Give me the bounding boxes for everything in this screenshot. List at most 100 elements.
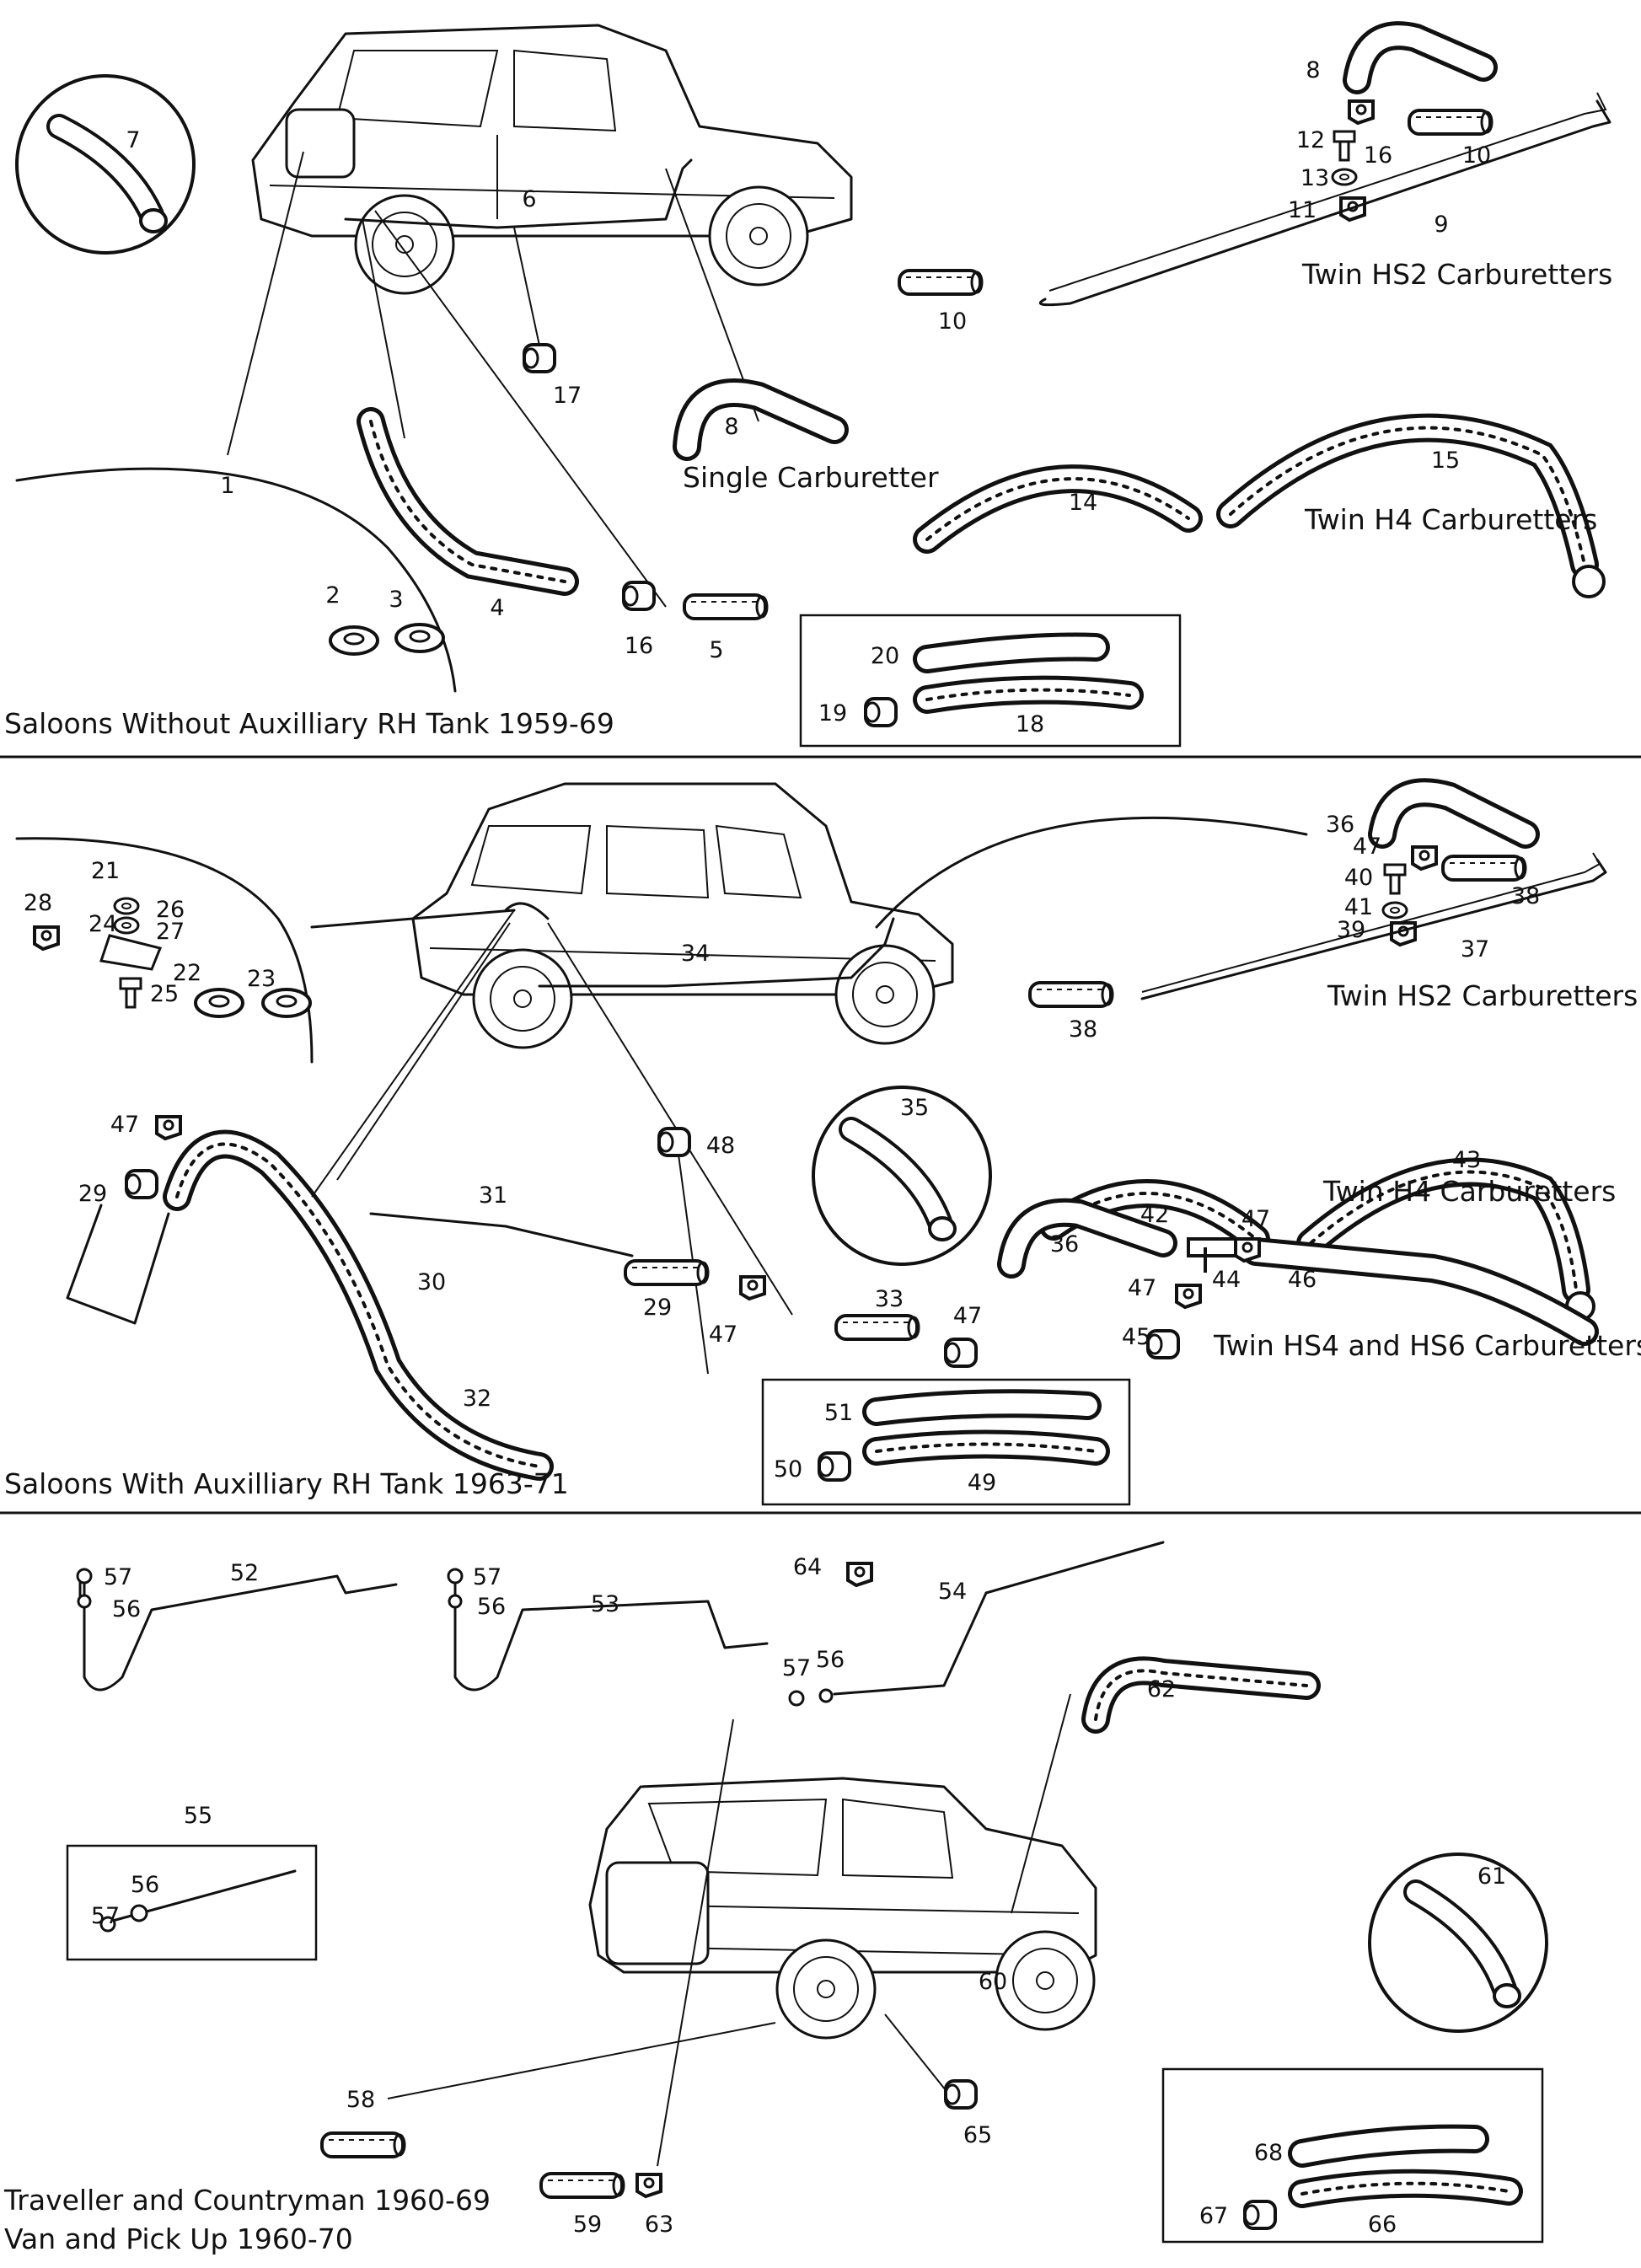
part-number: 8: [1306, 57, 1320, 83]
pipe-10-upper: [1408, 109, 1494, 136]
leader-5: [374, 210, 667, 608]
part-number: 13: [1300, 165, 1329, 191]
label-twin-hs2-carburetters: Twin HS2 Carburetters: [1327, 979, 1638, 1012]
part-number: 57: [91, 1903, 120, 1929]
label-twin-hs4-hs6-carburetters: Twin HS4 and HS6 Carburetters: [1213, 1329, 1641, 1362]
part-number: 36: [1326, 812, 1354, 838]
part-number: 12: [1296, 127, 1325, 153]
leader-59: [657, 1718, 734, 2167]
ferrule-47: [944, 1338, 978, 1368]
clip-28: [33, 925, 60, 951]
part-number: 66: [1368, 2212, 1397, 2238]
clip-47: [1411, 845, 1438, 871]
clip-47: [1234, 1237, 1261, 1263]
nut-26: [113, 897, 140, 915]
part-number: 51: [824, 1400, 853, 1426]
pipe-31: [369, 1212, 634, 1257]
fuel-pipe-9: [1038, 99, 1612, 307]
part-number: 23: [247, 966, 276, 992]
part-number: 55: [184, 1803, 212, 1829]
bolt-12: [1333, 130, 1356, 162]
overflow-pipe: [875, 816, 1308, 929]
return-pipe: [310, 909, 516, 929]
part-number: 48: [706, 1133, 735, 1159]
part-number: 59: [573, 2212, 602, 2238]
clip-47: [155, 1115, 182, 1140]
fuel-pipe-21: [15, 837, 314, 1064]
ferrule-48: [657, 1127, 691, 1157]
inset-box-55: [66, 1844, 318, 1961]
part-number: 11: [1288, 197, 1317, 223]
part-number: 18: [1016, 711, 1044, 737]
pipe-58: [320, 2131, 406, 2158]
bracket-24: [99, 934, 163, 971]
part-number: 5: [709, 637, 723, 663]
pipe-54: [833, 1541, 1165, 1696]
part-number: 33: [875, 1286, 904, 1312]
part-number: 14: [1069, 490, 1097, 516]
part-number: 29: [78, 1181, 107, 1207]
hose-62: [1081, 1656, 1321, 1734]
part-number: 56: [131, 1872, 159, 1898]
hose-43: [1296, 1157, 1595, 1322]
part-number: 9: [1434, 212, 1448, 238]
pipe-33: [834, 1314, 920, 1341]
part-number: 56: [477, 1594, 506, 1620]
ferrule-29: [125, 1169, 158, 1199]
inset-box-49-51: [761, 1378, 1131, 1506]
detail-circle-pipe-7: [15, 74, 196, 255]
section-caption: Saloons Without Auxilliary RH Tank 1959-…: [4, 707, 614, 740]
pipe-29: [624, 1259, 710, 1286]
inset-box-18-20: [799, 614, 1182, 748]
pipe-59: [539, 2172, 625, 2199]
pipe-53: [453, 1583, 769, 1692]
part-number: 21: [91, 858, 120, 884]
part-number: 45: [1122, 1324, 1150, 1350]
part-number: 68: [1254, 2140, 1283, 2166]
clip-63: [635, 2173, 662, 2198]
part-number: 16: [1364, 142, 1392, 169]
label-twin-hs2-carburetters: Twin HS2 Carburetters: [1301, 258, 1612, 291]
part-number: 39: [1337, 917, 1365, 943]
part-numbers-section-1: 1 2 3 4 5 6 7 8 8 9 10 10 11 12 13 14 15…: [126, 57, 1491, 737]
clip-47: [739, 1275, 766, 1300]
part-number: 40: [1344, 865, 1373, 891]
grommet-23: [261, 988, 312, 1018]
traveller-car-illustration: [588, 1777, 1097, 2040]
hose-14: [913, 464, 1203, 554]
pipe-10-lower: [898, 269, 984, 296]
part-number: 47: [709, 1322, 737, 1348]
part-numbers-section-3: 52 53 54 55 56 56 56 56 57 57 57 57 58 5…: [91, 1554, 1506, 2238]
part-number: 17: [553, 383, 582, 409]
ferrule-45: [1146, 1329, 1180, 1359]
hose-36-lower: [997, 1198, 1177, 1279]
clip-64: [846, 1562, 873, 1587]
pipe-30: [66, 1204, 170, 1325]
part-number: 44: [1212, 1267, 1241, 1293]
part-number: 47: [1241, 1206, 1270, 1232]
part-number: 7: [126, 127, 140, 153]
detail-circle-pipe-61: [1368, 1852, 1548, 2033]
part-number: 65: [963, 2122, 992, 2148]
section-caption: Saloons With Auxilliary RH Tank 1963-71: [4, 1467, 569, 1500]
part-number: 38: [1511, 883, 1540, 909]
part-number: 31: [479, 1182, 507, 1209]
part-number: 42: [1140, 1202, 1169, 1228]
leader-58: [387, 2022, 776, 2099]
part-number: 52: [230, 1560, 259, 1586]
part-number: 10: [938, 308, 967, 335]
bolt-25: [119, 977, 142, 1009]
section-saloons-without-aux-tank: 1 2 3 4 5 6 7 8 8 9 10 10 11 12 13 14 15…: [4, 21, 1612, 748]
bolt-40: [1383, 863, 1407, 895]
leader-4: [362, 218, 405, 439]
label-single-carburetter: Single Carburetter: [683, 461, 939, 494]
part-number: 61: [1477, 1863, 1506, 1890]
leader-17: [513, 227, 540, 346]
fuel-pipe-37: [1140, 858, 1607, 1000]
part-number: 46: [1288, 1267, 1317, 1293]
washer-27: [113, 916, 140, 935]
part-number: 54: [938, 1579, 967, 1605]
part-number: 6: [522, 186, 536, 212]
pipe-38-upper: [1441, 855, 1527, 882]
section-caption-line-2: Van and Pick Up 1960-70: [4, 2222, 353, 2255]
